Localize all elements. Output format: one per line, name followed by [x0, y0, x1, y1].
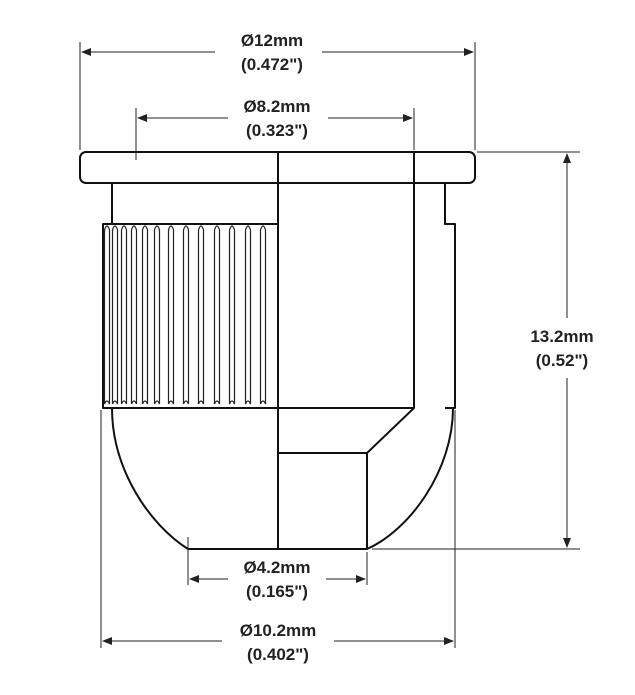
dim-outer-flange-imperial: (0.472") — [241, 55, 303, 74]
nut-outline — [79, 151, 476, 550]
dome — [111, 407, 454, 550]
dim-bottom-flat: Ø4.2mm (0.165") — [187, 537, 368, 601]
knurl-groove — [213, 225, 221, 405]
dim-thread-top: Ø8.2mm (0.323") — [135, 97, 415, 160]
dim-body-metric: Ø10.2mm — [240, 621, 317, 640]
knurl-groove — [130, 225, 138, 405]
knurl-groove — [103, 225, 111, 405]
knurl-grooves — [103, 225, 267, 405]
knurl-groove — [141, 225, 149, 405]
dim-bottom-flat-metric: Ø4.2mm — [243, 558, 310, 577]
knurled-band — [102, 223, 279, 409]
hex-chamfer — [278, 152, 415, 454]
knurl-groove — [259, 225, 267, 405]
dim-height-metric: 13.2mm — [530, 327, 593, 346]
dim-height: 13.2mm (0.52") — [372, 151, 594, 550]
knurl-groove — [197, 225, 205, 405]
right-profile — [444, 183, 456, 409]
knurl-groove — [120, 225, 128, 405]
dim-bottom-flat-imperial: (0.165") — [246, 582, 308, 601]
knurl-groove — [153, 225, 161, 405]
dim-thread-top-imperial: (0.323") — [246, 121, 308, 140]
dim-thread-top-metric: Ø8.2mm — [243, 97, 310, 116]
knurl-groove — [244, 225, 252, 405]
dim-body-imperial: (0.402") — [247, 645, 309, 664]
knurl-groove — [111, 225, 119, 405]
dim-outer-flange: Ø12mm (0.472") — [79, 31, 476, 150]
knurl-groove — [228, 225, 236, 405]
dim-height-imperial: (0.52") — [536, 351, 588, 370]
dim-body: Ø10.2mm (0.402") — [100, 410, 456, 664]
dim-outer-flange-metric: Ø12mm — [241, 31, 303, 50]
knurl-groove — [182, 225, 190, 405]
knurl-groove — [167, 225, 175, 405]
